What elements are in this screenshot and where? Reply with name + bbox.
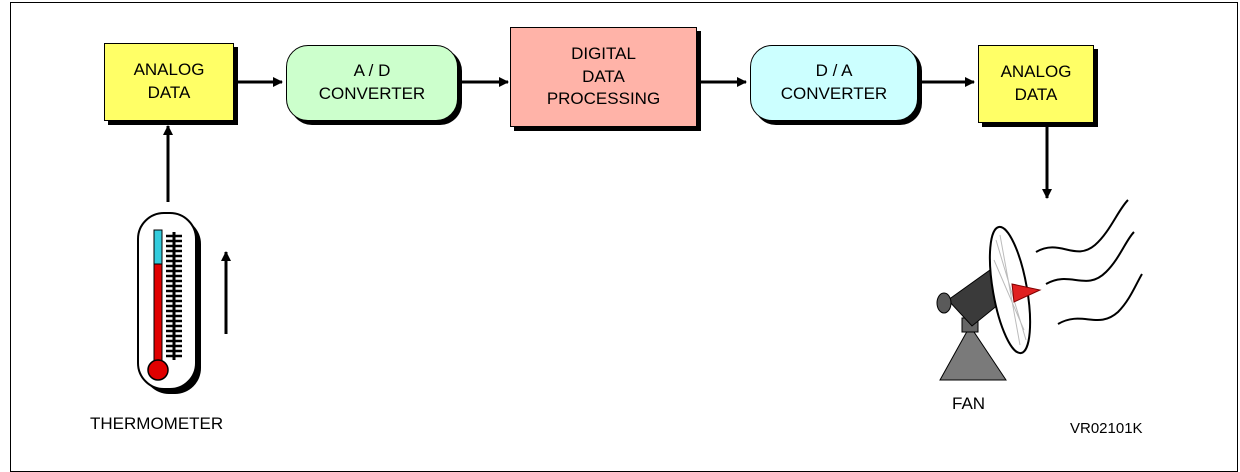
- digital-processing-block: DIGITAL DATA PROCESSING: [510, 27, 697, 127]
- diagram-canvas: [137, 77, 1143, 394]
- air-wave-icon: [1035, 199, 1143, 325]
- ad-converter-line2: CONVERTER: [318, 84, 426, 103]
- analog-data-input-block: ANALOG DATA: [104, 43, 234, 121]
- digital-processing-line2: DATA: [582, 66, 625, 86]
- fan-icon: [936, 225, 1042, 381]
- analog-input-line2: DATA: [147, 83, 191, 102]
- analog-input-line1: ANALOG: [133, 60, 205, 80]
- figure-code-label: VR02101K: [1070, 420, 1143, 437]
- digital-processing-line1: DIGITAL: [571, 43, 636, 63]
- da-converter-block: D / A CONVERTER: [750, 45, 918, 121]
- analog-output-line1: ANALOG: [1000, 62, 1072, 82]
- digital-processing-line3: PROCESSING: [546, 89, 661, 109]
- da-converter-line2: CONVERTER: [780, 84, 888, 103]
- ad-converter-line1: A / D: [353, 61, 391, 81]
- thermometer-icon: [137, 212, 201, 394]
- da-converter-line1: D / A: [815, 61, 853, 81]
- thermometer-label: THERMOMETER: [90, 414, 224, 433]
- ad-converter-block: A / D CONVERTER: [286, 45, 458, 121]
- analog-output-line2: DATA: [1014, 85, 1058, 104]
- fan-label: FAN: [952, 394, 986, 413]
- analog-data-output-block: ANALOG DATA: [978, 45, 1094, 123]
